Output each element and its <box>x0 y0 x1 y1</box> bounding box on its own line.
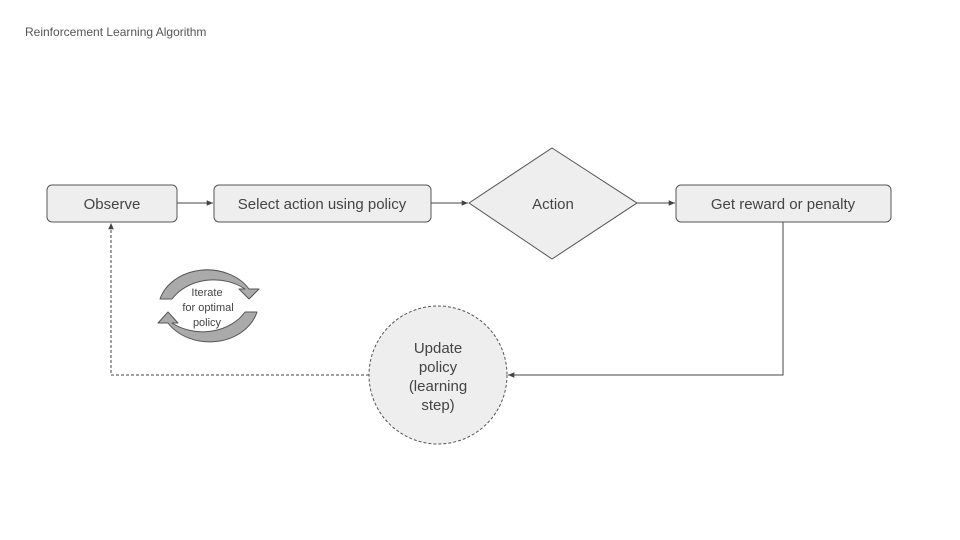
node-observe-label: Observe <box>84 196 141 213</box>
cycle-label-line-2: for optimal <box>182 302 233 314</box>
node-update-line-3: (learning <box>409 378 467 395</box>
cycle-arrow-top-icon <box>159 269 260 300</box>
cycle-label-line-1: Iterate <box>191 287 222 299</box>
node-get-reward-label: Get reward or penalty <box>711 196 856 213</box>
page-title: Reinforcement Learning Algorithm <box>25 25 207 39</box>
node-select-action[interactable]: Select action using policy <box>213 184 432 223</box>
node-update-policy[interactable]: Update policy (learning step) <box>368 305 508 445</box>
node-action-label: Action <box>532 196 574 213</box>
arrow-update-to-observe <box>108 223 369 376</box>
cycle-arrow-bottom-icon <box>157 311 258 343</box>
node-action-decision[interactable]: Action <box>468 147 638 260</box>
node-update-line-2: policy <box>419 359 458 376</box>
node-select-action-label: Select action using policy <box>238 196 407 213</box>
node-observe[interactable]: Observe <box>46 184 178 223</box>
node-get-reward[interactable]: Get reward or penalty <box>675 184 892 223</box>
arrow-reward-to-update <box>507 222 784 378</box>
cycle-label-line-3: policy <box>193 317 222 329</box>
node-update-line-4: step) <box>421 397 454 414</box>
node-update-line-1: Update <box>414 340 462 357</box>
iterate-cycle: Iterate for optimal policy <box>157 269 260 343</box>
